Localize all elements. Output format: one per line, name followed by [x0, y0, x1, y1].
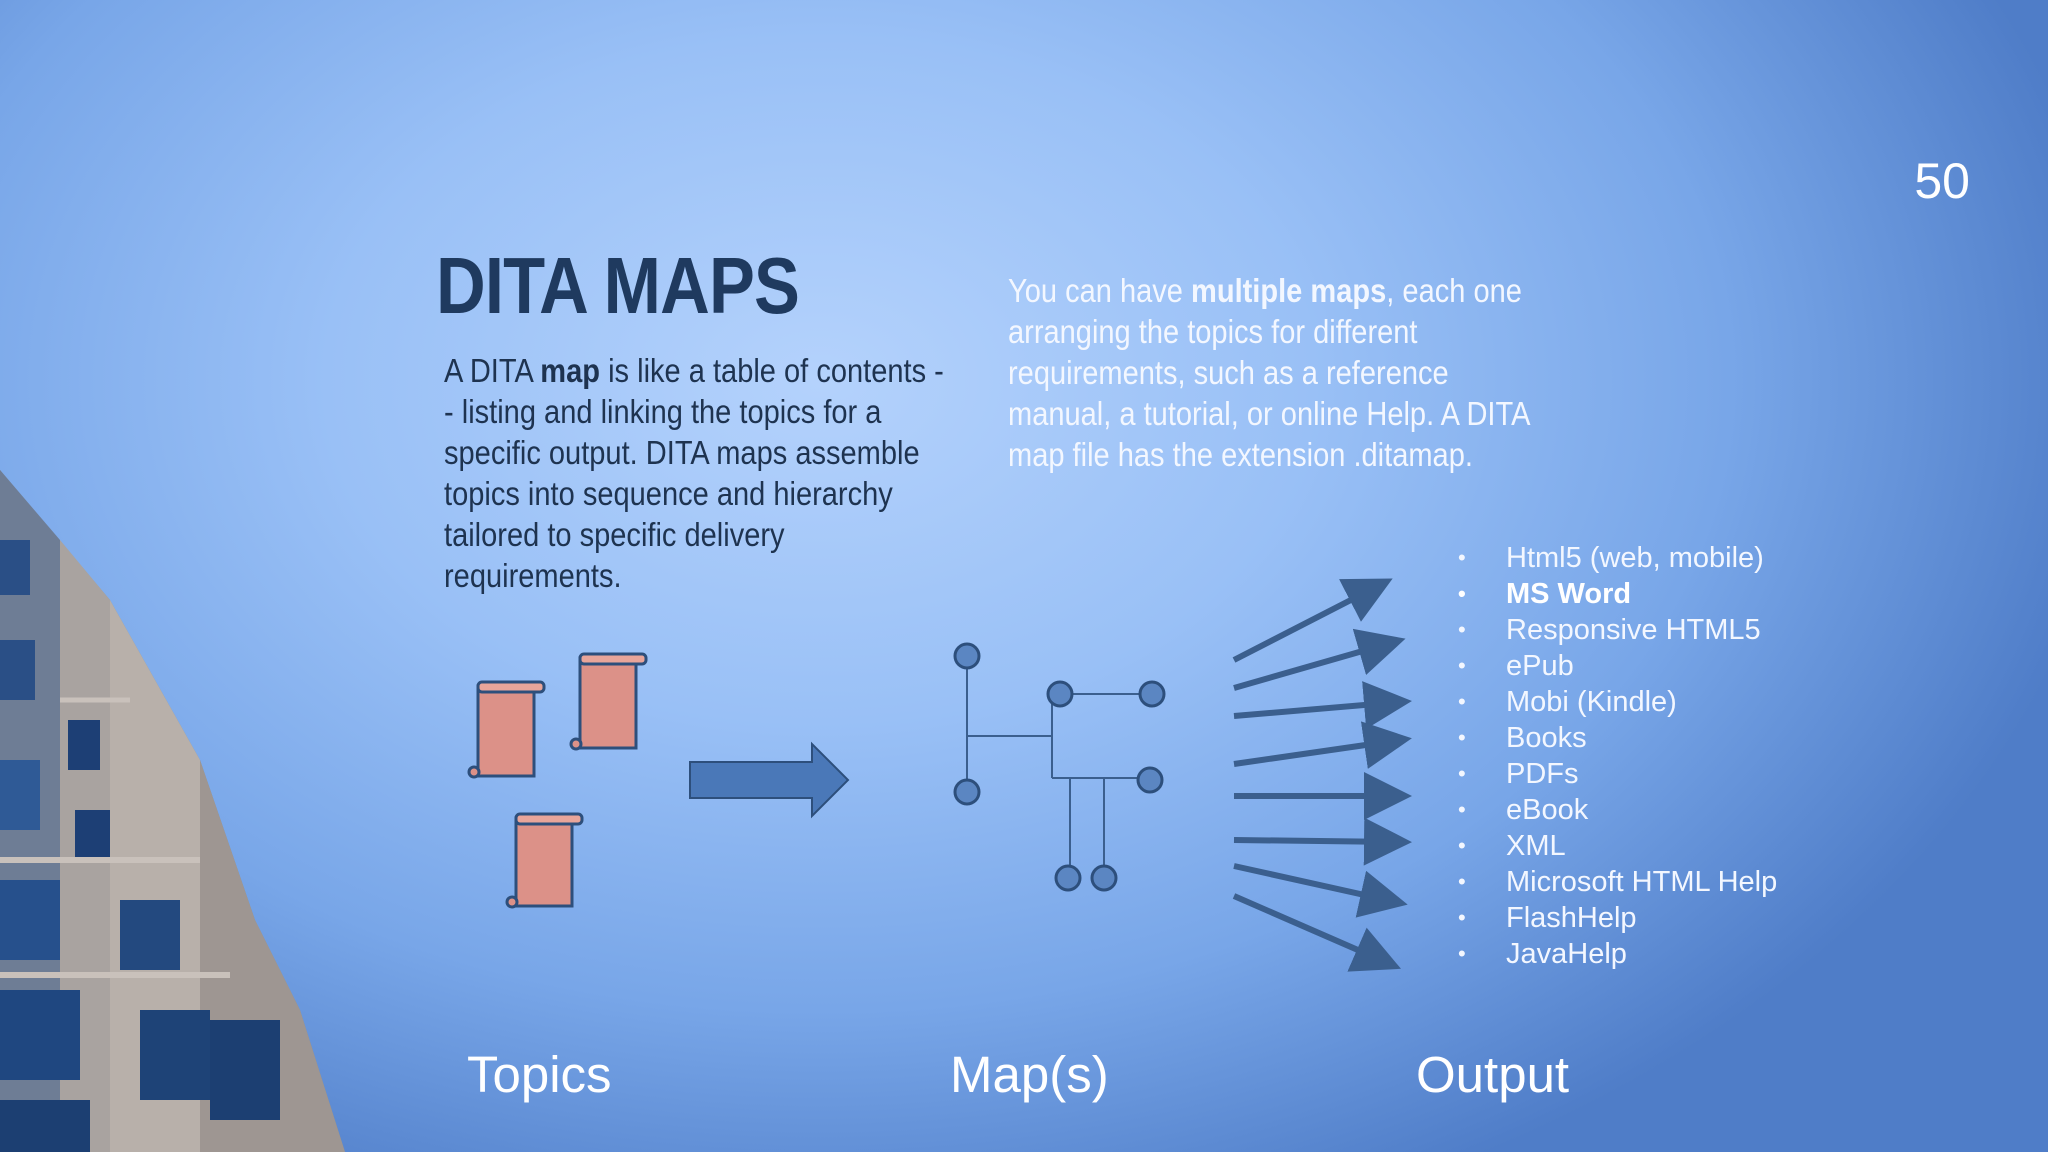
paragraph-bold-text: multiple maps: [1191, 272, 1387, 309]
bullet-icon: •: [1458, 689, 1466, 714]
output-format-item: • Mobi (Kindle): [1450, 684, 1820, 720]
output-format-label: JavaHelp: [1506, 938, 1627, 970]
output-format-item: • FlashHelp: [1450, 900, 1820, 936]
output-format-label: MS Word: [1506, 578, 1632, 610]
output-format-item: • Responsive HTML5: [1450, 612, 1820, 648]
scroll-icon: [569, 652, 648, 751]
slide-title: DITA MAPS: [436, 241, 800, 330]
paragraph-text: You can have: [1008, 272, 1192, 309]
output-format-item: • Html5 (web, mobile): [1450, 540, 1820, 576]
right-arrow-icon: [689, 741, 850, 819]
output-format-label: FlashHelp: [1506, 902, 1637, 934]
output-format-label: ePub: [1506, 650, 1574, 682]
output-format-label: eBook: [1506, 794, 1589, 826]
output-format-item: • eBook: [1450, 792, 1820, 828]
bullet-icon: •: [1458, 869, 1466, 894]
slide-number: 50: [1914, 153, 1970, 209]
bullet-icon: •: [1458, 761, 1466, 786]
output-format-item: • ePub: [1450, 648, 1820, 684]
bullet-icon: •: [1458, 941, 1466, 966]
output-format-label: Books: [1506, 722, 1587, 754]
bullet-icon: •: [1458, 653, 1466, 678]
output-format-label: Mobi (Kindle): [1506, 686, 1677, 718]
bullet-icon: •: [1458, 833, 1466, 858]
output-format-item: • JavaHelp: [1450, 936, 1820, 972]
building-photo: [0, 470, 345, 1152]
paragraph-text: is like a table of contents -- listing a…: [444, 352, 944, 594]
output-format-item: • Books: [1450, 720, 1820, 756]
fan-arrows-icon: [1232, 578, 1412, 972]
scroll-icon: [467, 680, 546, 779]
caption-output: Output: [1416, 1046, 1570, 1103]
tree-diagram-icon: [953, 642, 1166, 892]
output-format-list: • Html5 (web, mobile) • MS Word • Responsive …: [1450, 540, 1820, 972]
caption-maps: Map(s): [950, 1046, 1109, 1103]
bullet-icon: •: [1458, 545, 1466, 570]
paragraph-text: , each one arranging the topics for diff…: [1008, 272, 1529, 473]
map-definition-paragraph: A DITA map is like a table of contents -…: [444, 350, 946, 596]
scroll-icon: [505, 812, 584, 909]
output-format-item: • PDFs: [1450, 756, 1820, 792]
bullet-icon: •: [1458, 797, 1466, 822]
paragraph-bold-text: map: [540, 352, 601, 389]
output-format-label: XML: [1506, 830, 1566, 862]
output-format-item: • Microsoft HTML Help: [1450, 864, 1820, 900]
output-format-item: • XML: [1450, 828, 1820, 864]
multiple-maps-paragraph: You can have multiple maps, each one arr…: [1008, 270, 1554, 475]
output-format-label: Html5 (web, mobile): [1506, 542, 1764, 574]
output-format-item: • MS Word: [1450, 576, 1820, 612]
output-format-label: PDFs: [1506, 758, 1579, 790]
output-format-label: Microsoft HTML Help: [1506, 866, 1778, 898]
output-format-label: Responsive HTML5: [1506, 614, 1761, 646]
bullet-icon: •: [1458, 725, 1466, 750]
caption-topics: Topics: [467, 1046, 612, 1103]
bullet-icon: •: [1458, 581, 1466, 606]
bullet-icon: •: [1458, 905, 1466, 930]
bullet-icon: •: [1458, 617, 1466, 642]
paragraph-text: A DITA: [444, 352, 541, 389]
